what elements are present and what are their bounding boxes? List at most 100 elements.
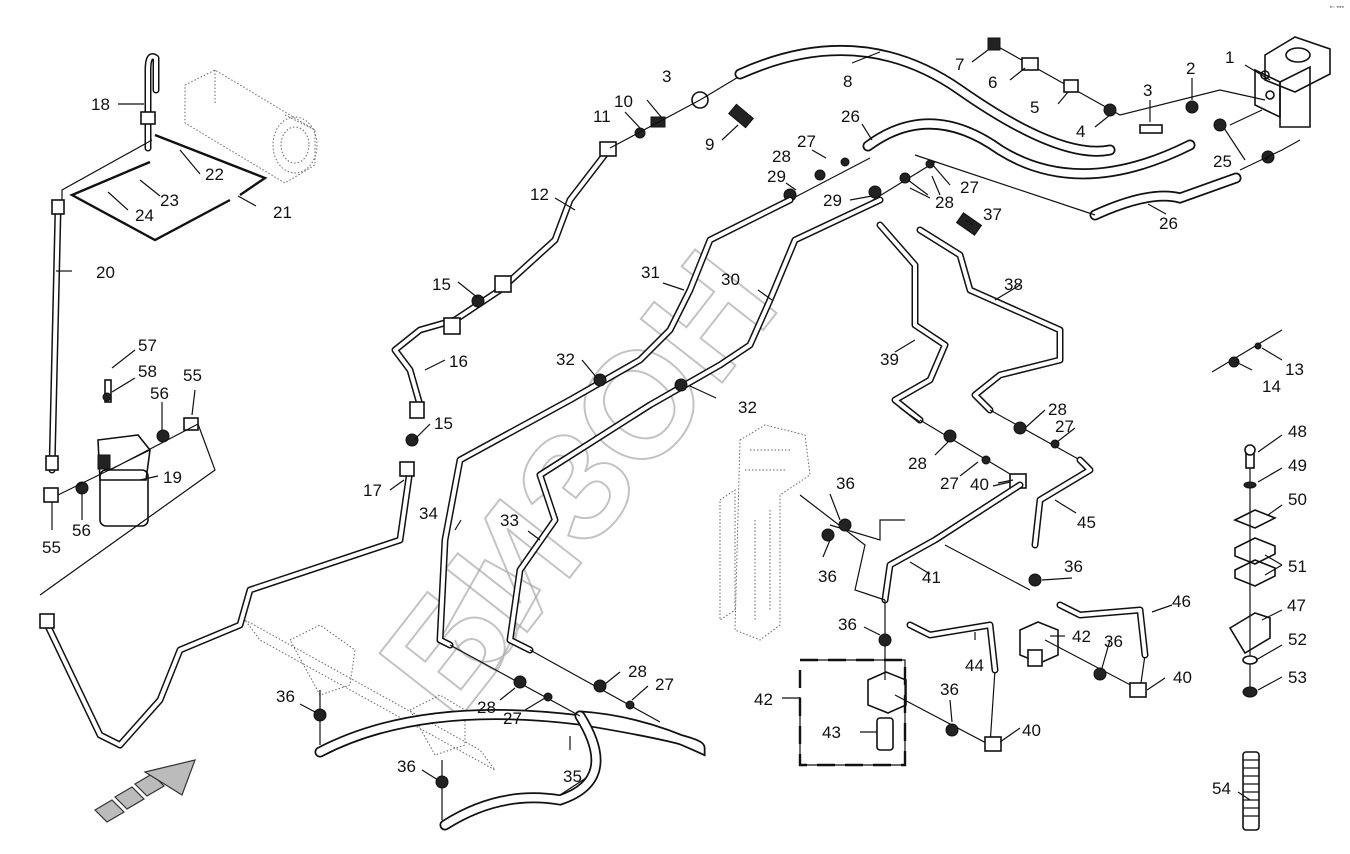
callout-label: 18	[91, 95, 110, 114]
steering-unit-1	[1254, 36, 1331, 128]
callout-label: 56	[150, 384, 169, 403]
callout-label: 1	[1225, 48, 1234, 67]
callout-label: 41	[922, 568, 941, 587]
callout-label: 27	[655, 675, 674, 694]
callout-label: 31	[641, 263, 660, 282]
callout-label: 52	[1288, 630, 1307, 649]
callout-label: 27	[797, 132, 816, 151]
callout-label: 28	[477, 698, 496, 717]
callout-labels: 1 2 3 3 4 5 6 7 8 9 10 11 12 13 14 15 15…	[42, 48, 1307, 798]
callout-label: 8	[843, 72, 852, 91]
callout-label: 40	[970, 475, 989, 494]
callout-label: 47	[1287, 596, 1306, 615]
direction-arrow	[94, 759, 196, 823]
callout-label: 25	[1213, 152, 1232, 171]
watermark: БИЗОН	[347, 220, 809, 745]
callout-label: 29	[823, 191, 842, 210]
callout-label: 45	[1077, 513, 1096, 532]
control-valve-block	[719, 424, 811, 641]
callout-label: 49	[1288, 456, 1307, 475]
callout-label: 7	[955, 55, 964, 74]
callout-label: 26	[841, 107, 860, 126]
cylinder-bottom	[244, 619, 496, 771]
callout-label: 27	[940, 474, 959, 493]
kit-21-bracket	[154, 133, 268, 196]
callout-label: 17	[363, 481, 382, 500]
callout-label: 36	[1064, 557, 1083, 576]
callout-label: 36	[397, 757, 416, 776]
fitting-18-nut	[140, 111, 156, 125]
callout-label: 54	[1212, 779, 1231, 798]
callout-label: 42	[1072, 627, 1091, 646]
callout-label: 30	[721, 270, 740, 289]
callout-label: 32	[556, 350, 575, 369]
callout-label: 58	[138, 362, 157, 381]
callout-label: 6	[988, 73, 997, 92]
callout-label: 36	[940, 680, 959, 699]
callout-label: 48	[1288, 422, 1307, 441]
callout-label: 27	[1055, 417, 1074, 436]
callout-label: 24	[135, 206, 154, 225]
callout-label: 57	[138, 336, 157, 355]
spiral-wrap-54	[1242, 751, 1260, 831]
callout-label: 34	[419, 504, 438, 523]
callout-label: 55	[42, 538, 61, 557]
callout-label: 29	[767, 167, 786, 186]
callout-label: 28	[935, 193, 954, 212]
callout-label: 27	[503, 709, 522, 728]
callout-label: 19	[163, 468, 182, 487]
callout-label: 3	[662, 67, 671, 86]
callout-label: 28	[1048, 400, 1067, 419]
callout-label: 56	[72, 521, 91, 540]
callout-label: 11	[593, 107, 611, 126]
callout-label: 15	[434, 414, 453, 433]
callout-label: 36	[1104, 632, 1123, 651]
callout-label: 16	[449, 352, 468, 371]
callout-label: 36	[276, 687, 295, 706]
callout-label: 9	[705, 135, 714, 154]
watermark-text: БИЗОН	[348, 221, 808, 744]
callout-label: 22	[205, 165, 224, 184]
leader-lines	[51, 49, 1283, 801]
callout-label: 46	[1172, 592, 1191, 611]
callout-label: 39	[880, 350, 899, 369]
callout-label: 28	[628, 662, 647, 681]
callout-label: 4	[1076, 122, 1085, 141]
callout-label: 53	[1288, 668, 1307, 687]
callout-label: 23	[160, 191, 179, 210]
callout-label: 42	[754, 690, 773, 709]
callout-label: 36	[838, 615, 857, 634]
callout-label: 13	[1285, 360, 1304, 379]
callout-label: 5	[1030, 98, 1039, 117]
callout-label: 50	[1288, 490, 1307, 509]
callout-label: 36	[836, 474, 855, 493]
callout-label: 36	[818, 567, 837, 586]
cylinder-top-left	[184, 69, 318, 184]
callout-label: 37	[983, 205, 1002, 224]
callout-label: 15	[432, 275, 451, 294]
callout-label: 12	[530, 185, 549, 204]
callout-label: 51	[1288, 557, 1307, 576]
callout-label: 32	[738, 398, 757, 417]
callout-label: 3	[1143, 81, 1152, 100]
callout-label: 21	[273, 203, 292, 222]
callout-label: 40	[1173, 668, 1192, 687]
callout-label: 55	[183, 366, 202, 385]
callout-label: 35	[563, 767, 582, 786]
callout-label: 44	[965, 656, 984, 675]
callout-label: 28	[772, 147, 791, 166]
callout-label: 40	[1022, 721, 1041, 740]
corner-mark: ▪▫ ▪▪▪	[1329, 4, 1344, 11]
callout-label: 38	[1004, 275, 1023, 294]
callout-label: 27	[960, 178, 979, 197]
callout-label: 14	[1262, 377, 1281, 396]
callout-label: 28	[908, 454, 927, 473]
callout-label: 43	[822, 723, 841, 742]
callout-label: 33	[500, 511, 519, 530]
callout-label: 20	[96, 263, 115, 282]
callout-label: 2	[1186, 59, 1195, 78]
filter-19	[39, 379, 216, 596]
callout-label: 10	[614, 92, 633, 111]
callout-label: 26	[1159, 214, 1178, 233]
